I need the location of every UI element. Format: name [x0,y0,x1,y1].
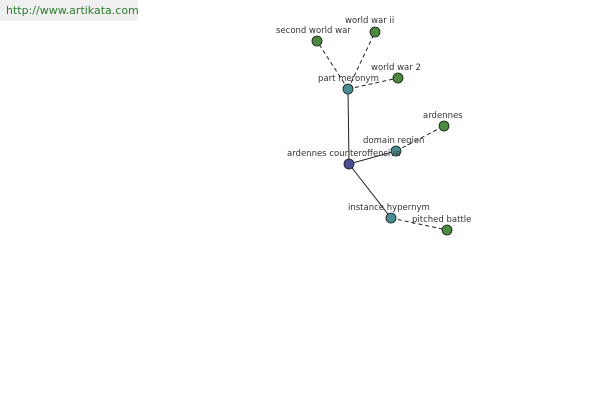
node-label-ww2[interactable]: world war 2 [371,63,421,73]
node-label-instance[interactable]: instance hypernym [348,203,430,213]
edge-part-ww2 [347,77,399,90]
node-part[interactable] [342,83,354,95]
node-ww2[interactable] [392,72,404,84]
node-label-center[interactable]: ardennes counteroffensive [287,149,401,159]
edge-center-part [347,88,350,165]
node-label-part[interactable]: part meronym [318,74,379,84]
edge-center-instance [348,163,392,219]
node-instance[interactable] [385,212,397,224]
edge-layer [316,31,448,231]
node-domain[interactable] [390,145,402,157]
node-label-domain[interactable]: domain region [363,136,424,146]
edge-part-sww [316,40,349,90]
node-layer [311,26,453,236]
node-sww[interactable] [311,35,323,47]
node-label-pitched[interactable]: pitched battle [412,215,471,225]
edge-domain-ardennes [395,125,445,152]
source-url-banner[interactable]: http://www.artikata.com [0,0,139,21]
node-label-ardennes[interactable]: ardennes [423,111,463,121]
label-layer: ardennes counteroffensive part meronym dom… [276,16,471,225]
node-center[interactable] [343,158,355,170]
edge-center-domain [348,150,397,165]
node-label-sww[interactable]: second world war [276,26,351,36]
edge-instance-pitched [390,217,448,231]
node-ardennes[interactable] [438,120,450,132]
node-label-wwii[interactable]: world war ii [345,16,394,26]
edge-part-wwii [347,31,376,90]
node-wwii[interactable] [369,26,381,38]
node-pitched[interactable] [441,224,453,236]
